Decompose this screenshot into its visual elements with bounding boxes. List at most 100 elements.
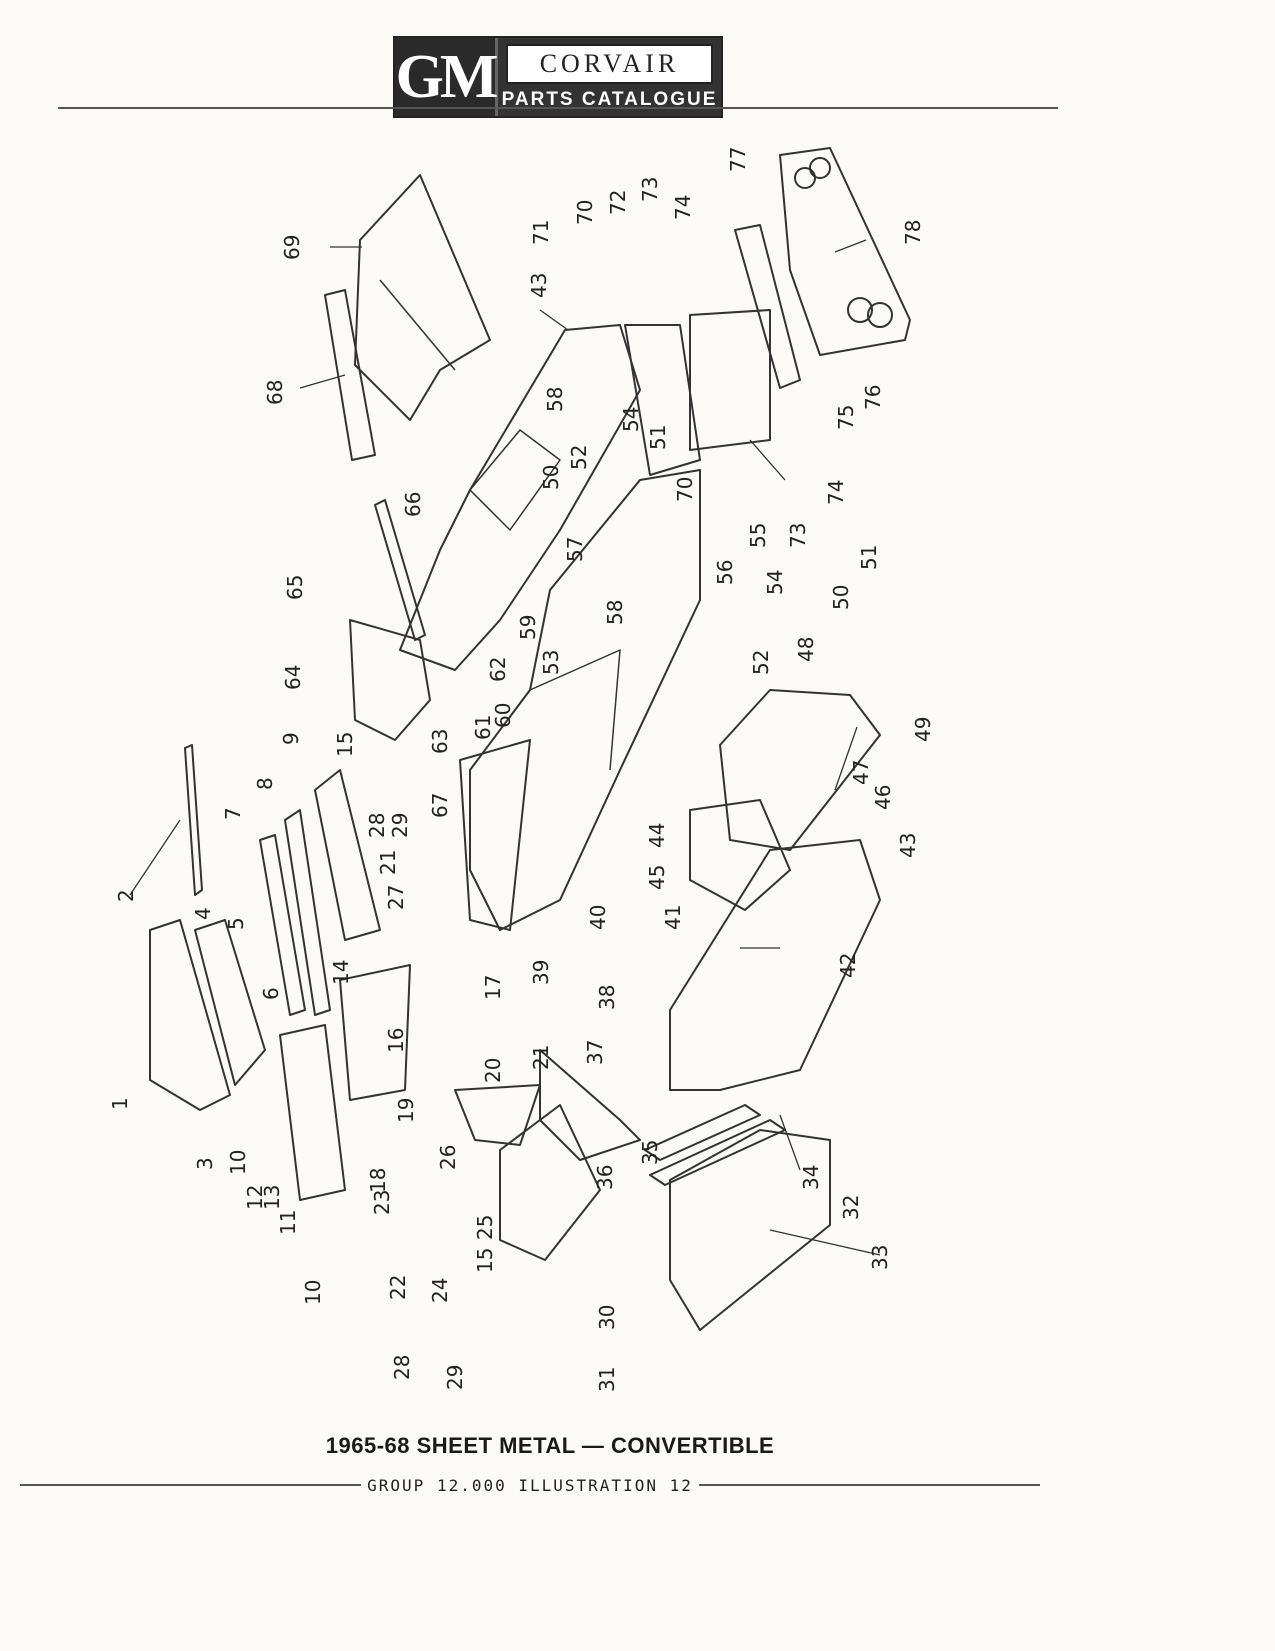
callout-23: 23 — [370, 1190, 394, 1215]
exploded-parts-diagram: 1 2 3 4 5 6 7 8 9 10 10 11 12 13 14 15 1… — [108, 147, 935, 1392]
callout-50: 50 — [539, 465, 563, 490]
callout-64: 64 — [281, 665, 305, 690]
callout-8: 8 — [253, 777, 277, 790]
quarter-panel — [669, 839, 881, 1091]
callout-22: 22 — [386, 1275, 410, 1300]
callout-14: 14 — [329, 960, 353, 985]
callout-16: 16 — [384, 1028, 408, 1053]
callout-44: 44 — [645, 823, 669, 848]
callout-65: 65 — [283, 575, 307, 600]
callout-31: 31 — [595, 1367, 619, 1392]
callout-48: 48 — [794, 637, 818, 662]
callout-70: 70 — [573, 200, 597, 225]
catalogue-subtitle: PARTS CATALOGUE — [501, 89, 718, 110]
callout-70b: 70 — [673, 477, 697, 502]
callout-18: 18 — [366, 1168, 390, 1193]
callout-63: 63 — [428, 729, 452, 754]
brand-title: CORVAIR — [506, 44, 713, 84]
callout-15b: 15 — [473, 1248, 497, 1273]
callout-59: 59 — [516, 615, 540, 640]
callout-11: 11 — [276, 1210, 300, 1235]
callout-69: 69 — [280, 235, 304, 260]
footer: GROUP 12.000 ILLUSTRATION 12 — [20, 1473, 1040, 1497]
callout-13: 13 — [260, 1185, 284, 1210]
callout-35: 35 — [638, 1140, 662, 1165]
callout-57: 57 — [563, 537, 587, 562]
callout-55: 55 — [746, 523, 770, 548]
callout-74b: 74 — [824, 480, 848, 505]
callout-66: 66 — [401, 492, 425, 517]
callout-47: 47 — [849, 760, 873, 785]
callout-75: 75 — [834, 405, 858, 430]
callout-45: 45 — [645, 865, 669, 890]
floor-pan — [469, 469, 701, 931]
callout-24: 24 — [428, 1278, 452, 1303]
callout-68: 68 — [263, 380, 287, 405]
callout-60: 60 — [491, 703, 515, 728]
front-hood — [149, 919, 231, 1111]
callout-41: 41 — [661, 905, 685, 930]
callout-25: 25 — [473, 1215, 497, 1240]
callout-30: 30 — [595, 1305, 619, 1330]
hood-grille — [324, 289, 376, 461]
callout-76: 76 — [861, 385, 885, 410]
rear-panel — [779, 147, 911, 356]
callout-12: 12 — [243, 1185, 267, 1210]
callout-42: 42 — [836, 953, 860, 978]
callout-54b: 54 — [763, 570, 787, 595]
callout-50b: 50 — [829, 585, 853, 610]
callout-4: 4 — [191, 907, 215, 920]
callout-38: 38 — [595, 985, 619, 1010]
callout-29: 29 — [388, 813, 412, 838]
callout-43b: 43 — [896, 833, 920, 858]
callout-leaders — [129, 239, 881, 1256]
callout-33: 33 — [868, 1245, 892, 1270]
callout-54: 54 — [619, 407, 643, 432]
callout-39: 39 — [529, 960, 553, 985]
callout-28: 28 — [365, 813, 389, 838]
callout-21: 21 — [376, 850, 400, 875]
callout-77: 77 — [726, 147, 750, 172]
illustration-caption: 1965-68 SHEET METAL — CONVERTIBLE — [325, 1433, 775, 1458]
part-callouts: 1 2 3 4 5 6 7 8 9 10 10 11 12 13 14 15 1… — [108, 147, 935, 1392]
callout-10b: 10 — [301, 1280, 325, 1305]
callout-40: 40 — [586, 905, 610, 930]
callout-67: 67 — [428, 793, 452, 818]
callout-19: 19 — [394, 1098, 418, 1123]
door-panel — [669, 1129, 831, 1331]
callout-28b: 28 — [390, 1355, 414, 1380]
callout-6: 6 — [259, 987, 283, 1000]
callout-37: 37 — [583, 1040, 607, 1065]
header-logo: GM CORVAIR PARTS CATALOGUE — [393, 36, 723, 118]
callout-61: 61 — [471, 715, 495, 740]
callout-43: 43 — [527, 273, 551, 298]
callout-52b: 52 — [749, 650, 773, 675]
callout-7: 7 — [221, 807, 245, 820]
callout-3: 3 — [193, 1157, 217, 1170]
gm-logo-mark: GM — [395, 38, 498, 116]
callout-29b: 29 — [443, 1365, 467, 1390]
callout-5: 5 — [224, 917, 248, 930]
callout-72: 72 — [606, 190, 630, 215]
callout-51: 51 — [646, 425, 670, 450]
callout-49: 49 — [911, 717, 935, 742]
callout-62: 62 — [486, 657, 510, 682]
callout-26: 26 — [436, 1145, 460, 1170]
callout-15: 15 — [333, 732, 357, 757]
header-rule — [58, 107, 1058, 109]
footer-rule-right — [698, 1484, 1040, 1486]
callout-34: 34 — [799, 1165, 823, 1190]
callout-52: 52 — [567, 445, 591, 470]
callout-71: 71 — [529, 220, 553, 245]
callout-27: 27 — [384, 885, 408, 910]
callout-1: 1 — [108, 1097, 132, 1110]
callout-58b: 58 — [603, 600, 627, 625]
callout-56: 56 — [713, 560, 737, 585]
front-fender — [499, 1104, 601, 1261]
callout-2: 2 — [114, 889, 138, 902]
callout-51b: 51 — [857, 545, 881, 570]
callout-32: 32 — [839, 1195, 863, 1220]
callout-78: 78 — [901, 220, 925, 245]
callout-20: 20 — [481, 1058, 505, 1083]
callout-53: 53 — [539, 650, 563, 675]
